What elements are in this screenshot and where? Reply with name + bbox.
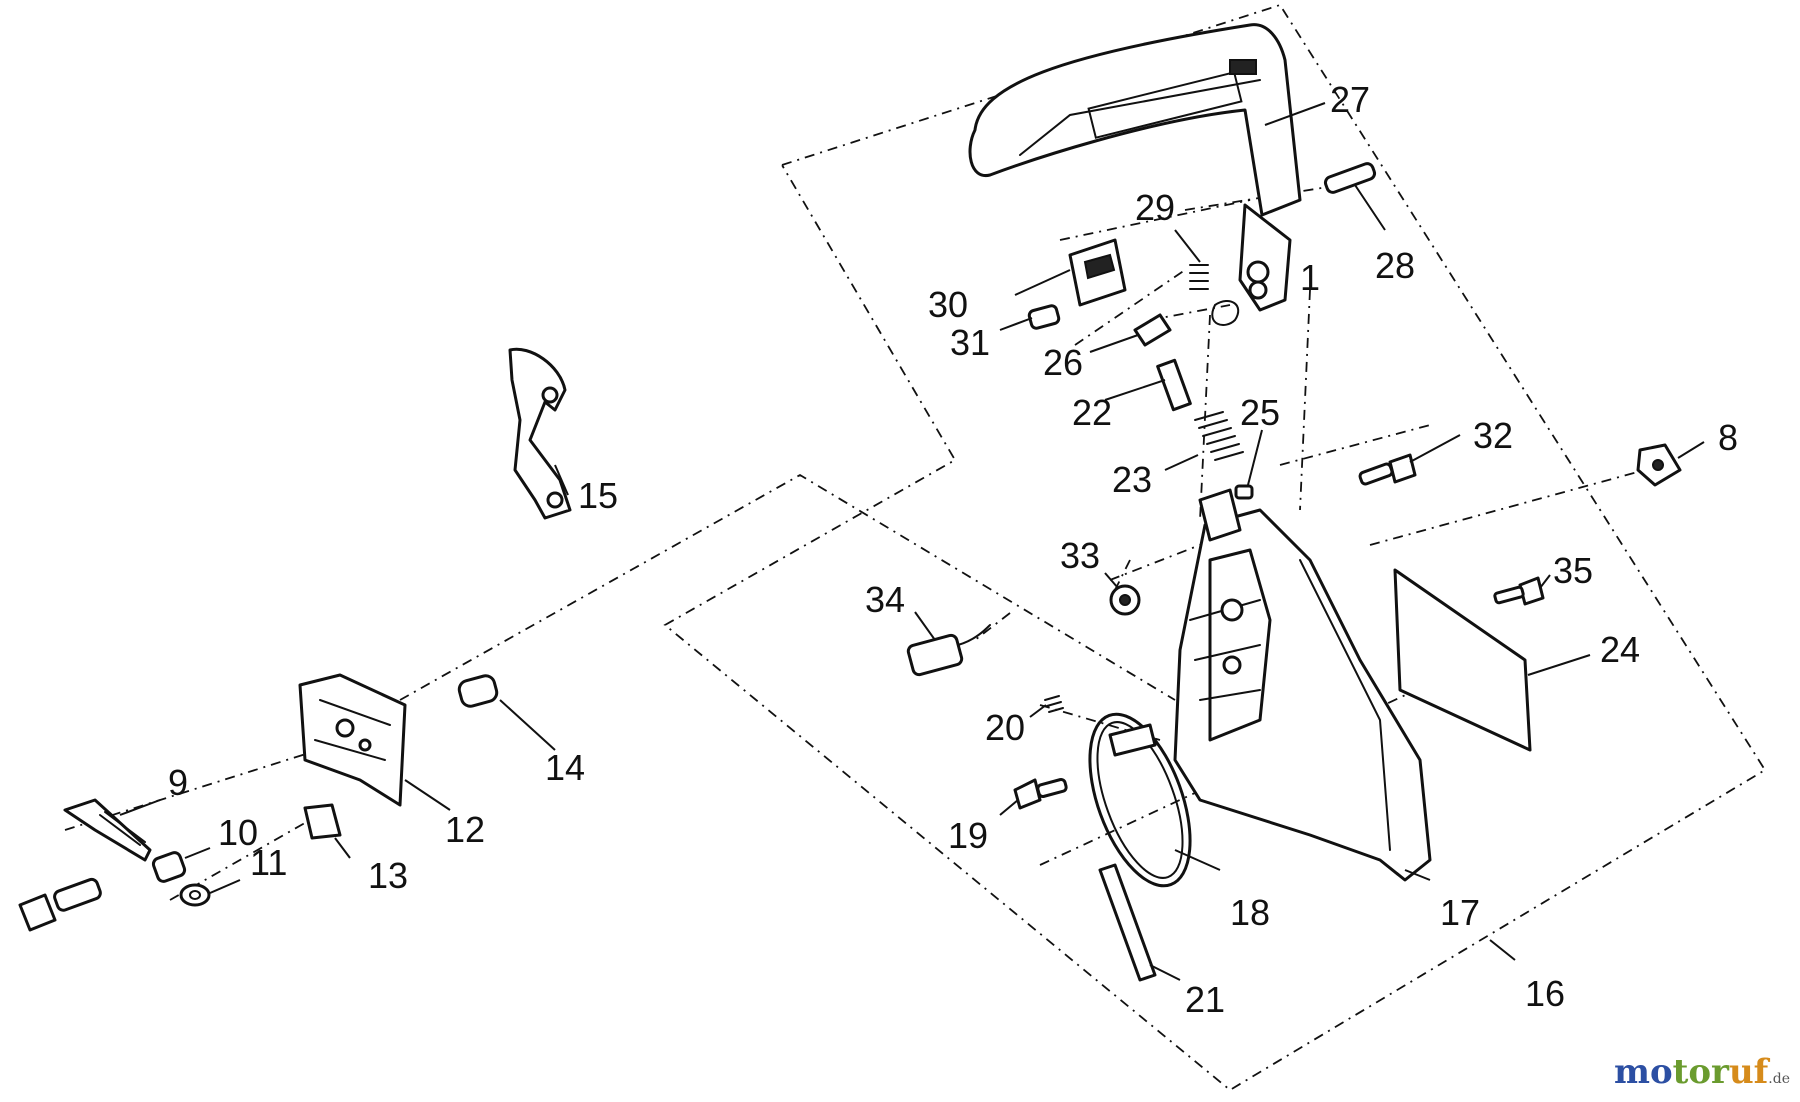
part-9-bolt bbox=[63, 798, 152, 862]
callout-28: 28 bbox=[1375, 245, 1415, 286]
callout-12: 12 bbox=[445, 809, 485, 850]
callout-20: 20 bbox=[985, 707, 1025, 748]
part-8-nut bbox=[1636, 443, 1682, 487]
part-23-spring bbox=[1194, 411, 1244, 461]
callout-35: 35 bbox=[1553, 550, 1593, 591]
callout-10: 10 bbox=[218, 812, 258, 853]
callout-17: 17 bbox=[1440, 892, 1480, 933]
callout-31: 31 bbox=[950, 322, 990, 363]
part-22-plunger bbox=[1156, 358, 1192, 412]
part-27-hand-guard bbox=[968, 23, 1302, 312]
part-15-lever-arm bbox=[508, 347, 572, 520]
callout-15: 15 bbox=[578, 475, 618, 516]
part-11-washer bbox=[179, 883, 211, 907]
part-19-screw bbox=[1013, 777, 1068, 810]
part-25-small-pin bbox=[1234, 484, 1254, 500]
callout-25: 25 bbox=[1240, 392, 1280, 433]
callout-22: 22 bbox=[1072, 392, 1112, 433]
callout-8: 8 bbox=[1718, 417, 1738, 458]
part-28-pin bbox=[1323, 162, 1377, 194]
callout-labels: 27 28 29 1 30 31 26 22 25 23 32 8 33 35 … bbox=[168, 79, 1738, 1020]
part-20-small-spring bbox=[1044, 695, 1064, 713]
part-31-bushing bbox=[1027, 304, 1061, 330]
callout-19: 19 bbox=[948, 815, 988, 856]
motoruf-watermark: motoruf.de bbox=[1614, 1052, 1790, 1092]
part-32-screw bbox=[1358, 453, 1417, 486]
callout-24: 24 bbox=[1600, 629, 1640, 670]
callout-23: 23 bbox=[1112, 459, 1152, 500]
callout-11: 11 bbox=[250, 842, 287, 883]
part-29-spring bbox=[1189, 264, 1240, 326]
part-35-screw bbox=[1493, 576, 1545, 606]
part-12-bracket-plate bbox=[298, 673, 407, 807]
part-18-brake-band bbox=[1088, 712, 1192, 888]
part-34-connector bbox=[906, 624, 991, 677]
part-13-clip bbox=[303, 803, 342, 840]
callout-18: 18 bbox=[1230, 892, 1270, 933]
mounting-bolt bbox=[18, 877, 102, 932]
part-14-knob bbox=[457, 674, 499, 708]
part-26-clip bbox=[1133, 313, 1172, 347]
callout-29: 29 bbox=[1135, 187, 1175, 228]
part-33-nut bbox=[1109, 584, 1141, 616]
callout-21: 21 bbox=[1185, 979, 1225, 1020]
callout-34: 34 bbox=[865, 579, 905, 620]
callout-26: 26 bbox=[1043, 342, 1083, 383]
callout-32: 32 bbox=[1473, 415, 1513, 456]
part-21-rod bbox=[1098, 863, 1157, 982]
part-10-nut bbox=[151, 851, 187, 883]
watermark-part-3: uf bbox=[1728, 1052, 1769, 1092]
part-30-latch-block bbox=[1068, 238, 1127, 307]
part-1-pivot bbox=[1246, 260, 1270, 284]
callout-1: 1 bbox=[1300, 257, 1320, 298]
leader-lines bbox=[119, 102, 1705, 981]
part-24-guide-plate bbox=[1393, 568, 1532, 752]
callout-16: 16 bbox=[1525, 973, 1565, 1014]
watermark-part-1: mo bbox=[1613, 1052, 1673, 1092]
callout-14: 14 bbox=[545, 747, 585, 788]
callout-33: 33 bbox=[1060, 535, 1100, 576]
callout-27: 27 bbox=[1330, 79, 1370, 120]
callout-13: 13 bbox=[368, 855, 408, 896]
callout-30: 30 bbox=[928, 284, 968, 325]
watermark-suffix: .de bbox=[1768, 1071, 1790, 1087]
callout-9: 9 bbox=[168, 762, 188, 803]
part-17-housing bbox=[1173, 488, 1432, 882]
watermark-part-2: tor bbox=[1672, 1052, 1729, 1092]
